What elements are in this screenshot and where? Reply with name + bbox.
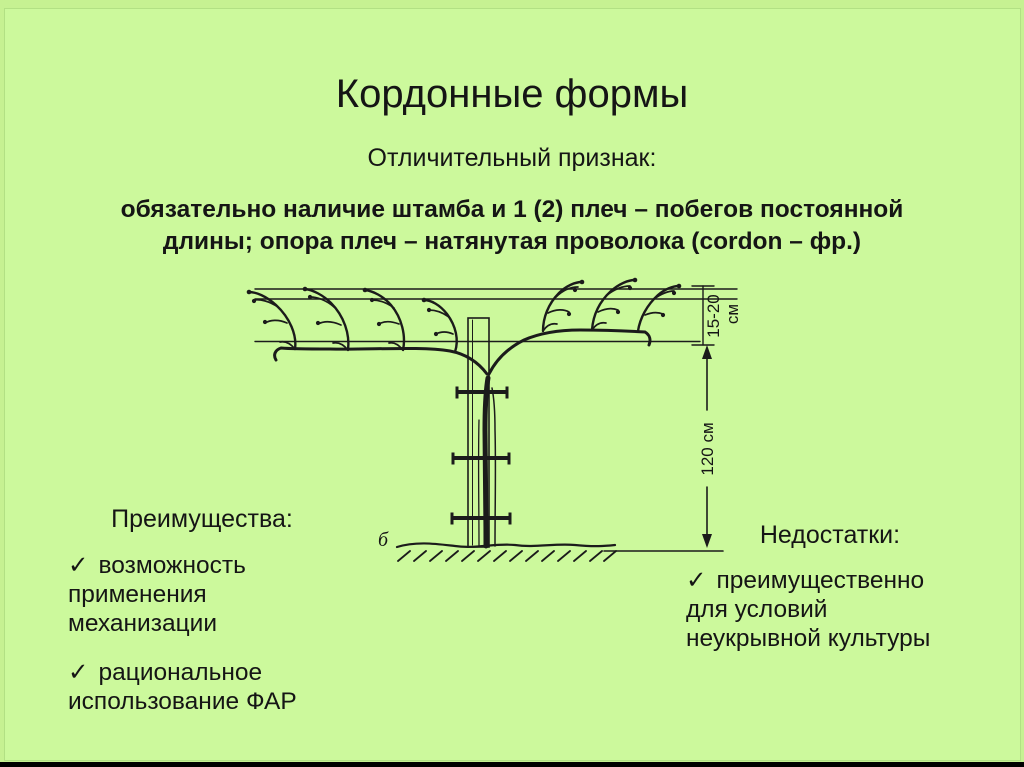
down-arrow-icon (702, 534, 712, 548)
check-icon: ✓ (68, 552, 89, 579)
list-line: ✓ возможность (68, 551, 338, 580)
dim-label-15-20: 15-20 (704, 294, 723, 337)
advantages-heading: Преимущества: (111, 505, 293, 533)
right-buds (566, 277, 682, 318)
advantages-item: ✓ рациональное использование ФАР (68, 658, 338, 716)
list-line-text: рациональное (98, 659, 263, 686)
advantages-item: ✓ возможность применения механизации (68, 551, 338, 638)
page-title: Кордонные формы (335, 72, 689, 116)
left-buds (246, 286, 439, 337)
list-line: ✓ рациональное (68, 658, 338, 687)
up-arrow-icon (702, 345, 712, 359)
list-line-text: возможность (98, 552, 246, 579)
bottom-black-bar (0, 762, 1024, 767)
list-line: применения (68, 581, 207, 608)
cordon-diagram: 15-20 см 120 см б (246, 277, 742, 562)
check-icon: ✓ (686, 567, 707, 594)
disadvantages-item: ✓ преимущественно для условий неукрывной … (686, 566, 986, 653)
trellis-wires (254, 288, 738, 343)
definition-line-1: обязательно наличие штамба и 1 (2) плеч … (120, 196, 904, 223)
right-shoots (541, 278, 681, 333)
list-line: использование ФАР (68, 688, 297, 715)
list-line: механизации (68, 610, 218, 637)
list-line-text: преимущественно (716, 567, 925, 594)
dimension-wire-spacing (691, 285, 715, 411)
list-line: неукрывной культуры (686, 625, 931, 652)
list-line: ✓ преимущественно (686, 566, 986, 595)
dimension-trunk-height (603, 486, 724, 552)
dim-label-120: 120 см (698, 422, 717, 475)
ground-line (395, 542, 617, 562)
cordon-arms (273, 328, 652, 376)
vine-trunk (477, 375, 497, 549)
check-icon: ✓ (68, 659, 89, 686)
dim-label-15-20-unit: см (723, 304, 742, 324)
ground-hatching (397, 550, 617, 562)
list-line: для условий (686, 596, 828, 623)
figure-letter-label: б (378, 529, 389, 551)
slide-frame (4, 8, 1021, 761)
trunk-ties (450, 386, 512, 525)
subtitle: Отличительный признак: (367, 144, 657, 172)
disadvantages-heading: Недостатки: (759, 521, 901, 549)
definition-line-2: длины; опора плеч – натянутая проволока … (162, 228, 862, 255)
